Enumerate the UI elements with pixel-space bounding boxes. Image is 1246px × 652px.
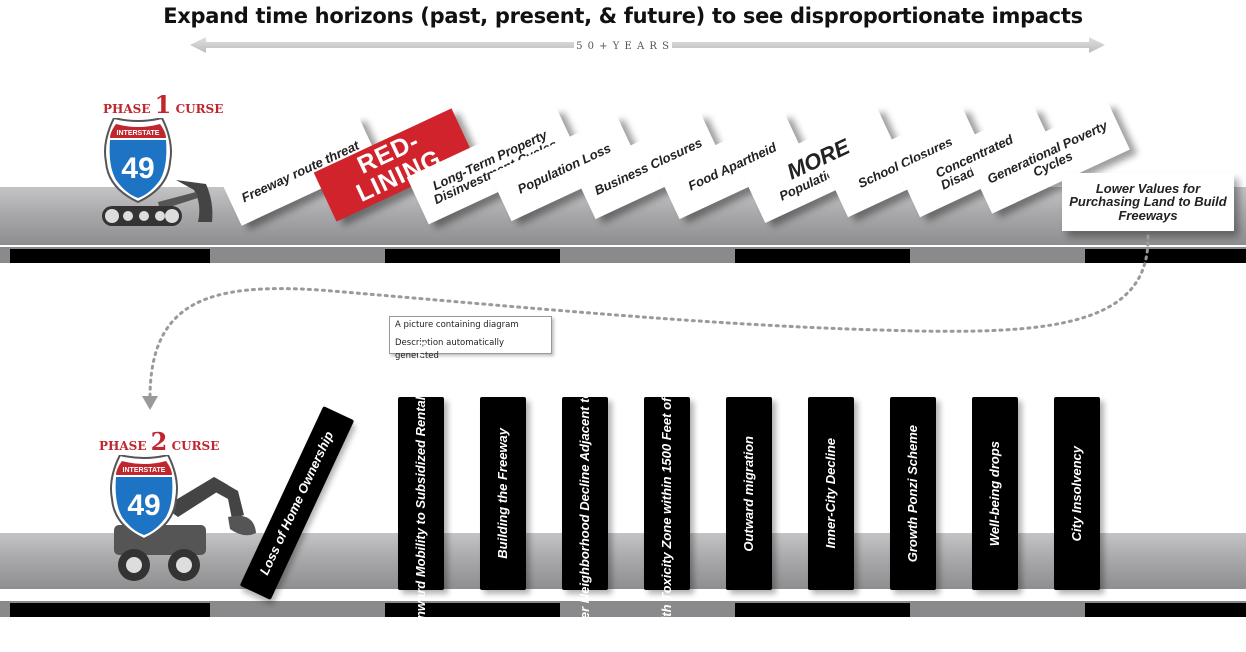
timeline-label: 5 0 + Y E A R S — [574, 41, 672, 52]
domino-downward-mobility: Downward Mobility to Subsidized Rental H… — [398, 341, 444, 646]
road-stripe-2 — [0, 601, 1246, 617]
domino-lower-values: Lower Values for Purchasing Land to Buil… — [1062, 173, 1234, 231]
dotted-connector-arrow — [142, 234, 1150, 410]
domino-outward-migration: Outward migration — [726, 397, 772, 590]
domino-label: City Insolvency — [1069, 445, 1085, 542]
domino-label: Inner-City Decline — [823, 438, 839, 549]
domino-label: Outward migration — [741, 435, 757, 552]
tooltip-line-1: A picture containing diagram — [395, 320, 519, 330]
domino-growth-ponzi-scheme: Growth Ponzi Scheme — [890, 397, 936, 590]
domino-label: Further Neighborhood Decline Adjacent to… — [577, 334, 593, 652]
domino-city-insolvency: City Insolvency — [1054, 397, 1100, 590]
domino-label: Downward Mobility to Subsidized Rental H… — [413, 340, 429, 647]
domino-well-being-drops: Well-being drops — [972, 397, 1018, 590]
domino-building-the-freeway: Building the Freeway — [480, 397, 526, 590]
road-phase-2 — [0, 533, 1246, 589]
shield-number: 49 — [127, 489, 160, 522]
domino-label: Health Toxicity Zone within 1500 Feet of… — [659, 342, 675, 645]
phase-1-label: PHASE 1 CURSE — [103, 90, 224, 119]
domino-label: Growth Ponzi Scheme — [905, 424, 921, 563]
domino-inner-city-decline: Inner-City Decline — [808, 397, 854, 590]
page-title: Expand time horizons (past, present, & f… — [163, 4, 1083, 28]
domino-health-toxicity-zone: Health Toxicity Zone within 1500 Feet of… — [644, 342, 690, 645]
domino-neighborhood-decline: Further Neighborhood Decline Adjacent to… — [562, 335, 608, 652]
shield-top-text: INTERSTATE — [123, 467, 166, 474]
phase-2-label: PHASE 2 CURSE — [99, 427, 220, 456]
domino-label: Well-being drops — [987, 440, 1003, 547]
road-stripe-1 — [0, 247, 1246, 263]
shield-number: 49 — [121, 152, 154, 185]
interstate-shield-excavator-icon: INTERSTATE 49 — [110, 455, 256, 581]
interstate-shield-bulldozer-icon: INTERSTATE 49 — [102, 118, 213, 226]
alt-text-tooltip: A picture containing diagram Description… — [389, 316, 552, 361]
domino-label: Building the Freeway — [495, 428, 511, 559]
tooltip-line-2: Description automatically generated — [395, 338, 505, 361]
shield-top-text: INTERSTATE — [117, 130, 160, 137]
